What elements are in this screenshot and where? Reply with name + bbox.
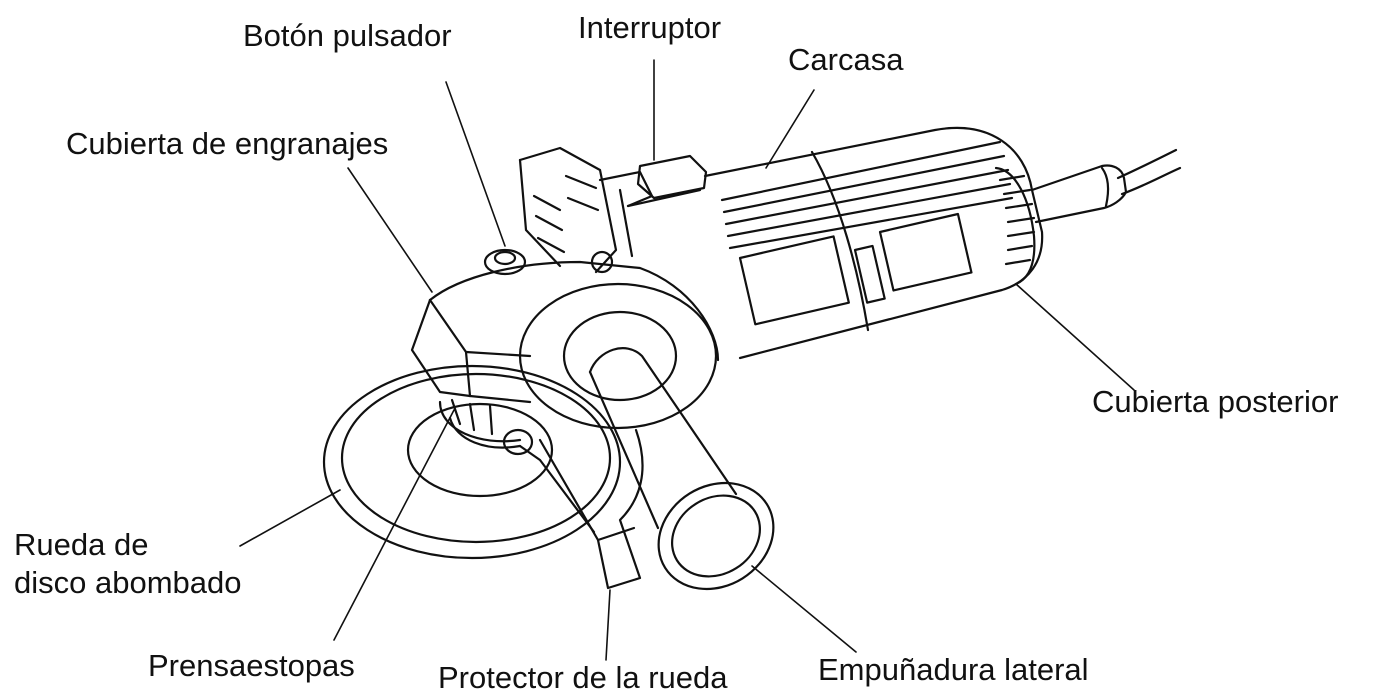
side-handle bbox=[518, 282, 775, 591]
leader-carcasa bbox=[765, 89, 815, 169]
label-interruptor: Interruptor bbox=[578, 10, 722, 45]
power-cord bbox=[1030, 148, 1182, 224]
wheel-guard bbox=[518, 428, 644, 590]
push-button bbox=[483, 248, 527, 276]
label-prensaestopas: Prensaestopas bbox=[148, 648, 355, 683]
label-cubierta-engranajes: Cubierta de engranajes bbox=[66, 126, 389, 161]
motor-housing bbox=[703, 126, 1044, 360]
leader-prensa bbox=[333, 409, 455, 641]
label-empunadura-lateral: Empuñadura lateral bbox=[818, 652, 1089, 687]
leader-boton bbox=[445, 81, 506, 247]
label-protector-rueda: Protector de la rueda bbox=[438, 660, 728, 695]
depressed-center-wheel bbox=[322, 364, 622, 560]
label-rueda-disco: Rueda de disco abombado bbox=[14, 526, 242, 602]
switch bbox=[598, 154, 708, 258]
leader-rueda bbox=[239, 489, 341, 547]
label-rueda-line2: disco abombado bbox=[14, 565, 242, 600]
label-carcasa: Carcasa bbox=[788, 42, 904, 77]
label-cubierta-posterior: Cubierta posterior bbox=[1092, 384, 1339, 419]
leader-cubierta-post bbox=[1015, 283, 1135, 391]
label-boton-pulsador: Botón pulsador bbox=[243, 18, 452, 53]
label-rueda-line1: Rueda de bbox=[14, 527, 149, 562]
leader-lines bbox=[239, 59, 1135, 661]
leader-cubierta-engr bbox=[347, 167, 433, 293]
gear-cover bbox=[410, 146, 720, 404]
leader-empu bbox=[751, 565, 857, 653]
rear-cover bbox=[994, 166, 1036, 286]
leader-protector bbox=[605, 589, 611, 661]
